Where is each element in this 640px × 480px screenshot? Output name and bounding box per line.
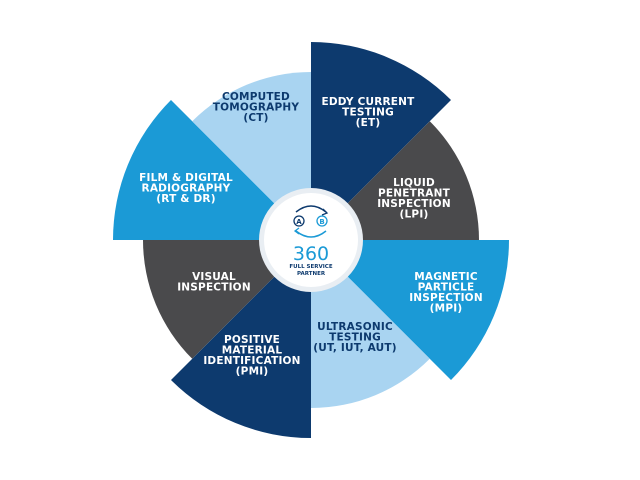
segment-label-line: LIQUID [393,177,435,189]
badge-b-icon [316,215,328,227]
segment-label-line: POSITIVE [224,334,280,346]
segment-label-line: MATERIAL [222,345,283,357]
segment-label-line: (UT, IUT, AUT) [313,342,396,354]
segment-label-line: INSPECTION [377,198,451,210]
segment-label-line: (MPI) [430,303,463,315]
arrow-bottom-icon [295,230,327,238]
segment-label-line: INSPECTION [409,292,483,304]
segment-label-line: (CT) [243,112,268,124]
segment-label-line: EDDY CURRENT [321,96,415,108]
segment-label-line: TESTING [342,107,394,119]
segment-label-line: MAGNETIC [414,271,478,283]
segment-pmi [170,240,311,438]
segment-label-line: ULTRASONIC [317,321,393,333]
center-line2: PARTNER [297,271,326,277]
segment-label-line: (RT & DR) [156,193,215,205]
segment-label-line: PENETRANT [378,188,451,200]
segment-label-line: FILM & DIGITAL [139,172,233,184]
segment-label-line: INSPECTION [177,282,251,294]
segment-film-digital [113,99,311,240]
center-line1: FULL SERVICE [289,264,332,270]
center-circle [264,193,358,287]
segment-magnetic-particle [311,240,509,381]
segment-label-line: RADIOGRAPHY [142,183,231,195]
badge-a-icon [293,215,305,227]
segment-label-line: TOMOGRAPHY [213,102,300,114]
segment-label-line: COMPUTED [222,91,290,103]
badge-a-text: A [296,218,302,226]
segment-label-line: IDENTIFICATION [203,355,300,367]
segment-label-line: TESTING [329,332,381,344]
segment-label-line: (LPI) [400,209,429,221]
center-badge: A B 360 FULL SERVICE PARTNER [259,188,363,292]
center-number: 360 [293,243,329,265]
segment-label-line: (ET) [356,117,381,129]
segment-eddy-current [311,42,452,240]
badge-b-text: B [319,218,324,226]
segment-label-line: (PMI) [236,366,269,378]
segment-label-line: VISUAL [192,271,236,283]
segment-label-line: PARTICLE [418,282,475,294]
